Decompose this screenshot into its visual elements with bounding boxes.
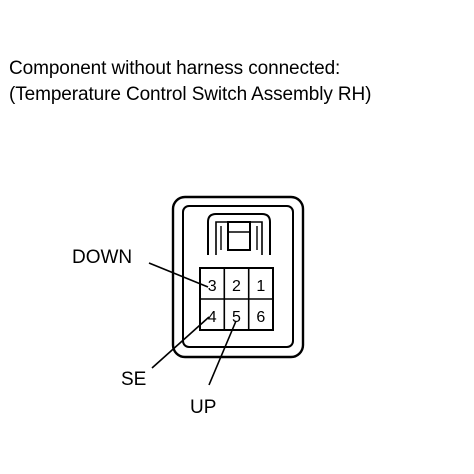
pin-5-label: 5 [232,309,241,326]
callout-label-se: SE [121,369,146,390]
pin-4-label: 4 [208,309,217,326]
title-line-2: (Temperature Control Switch Assembly RH) [9,84,372,105]
callout-line-se [151,316,210,369]
pin-3-label: 3 [208,278,217,295]
callout-label-down: DOWN [72,247,132,268]
callout-line-up [208,320,237,386]
connector-latch [207,213,271,255]
pin-1-label: 1 [256,278,265,295]
title-line-1: Component without harness connected: [9,58,341,79]
pin-2-label: 2 [232,278,241,295]
callout-line-down [148,262,209,288]
callout-label-up: UP [190,397,216,418]
connector-latch-tab [227,221,251,251]
pin-6-label: 6 [256,309,265,326]
connector-outer-housing [171,195,305,359]
